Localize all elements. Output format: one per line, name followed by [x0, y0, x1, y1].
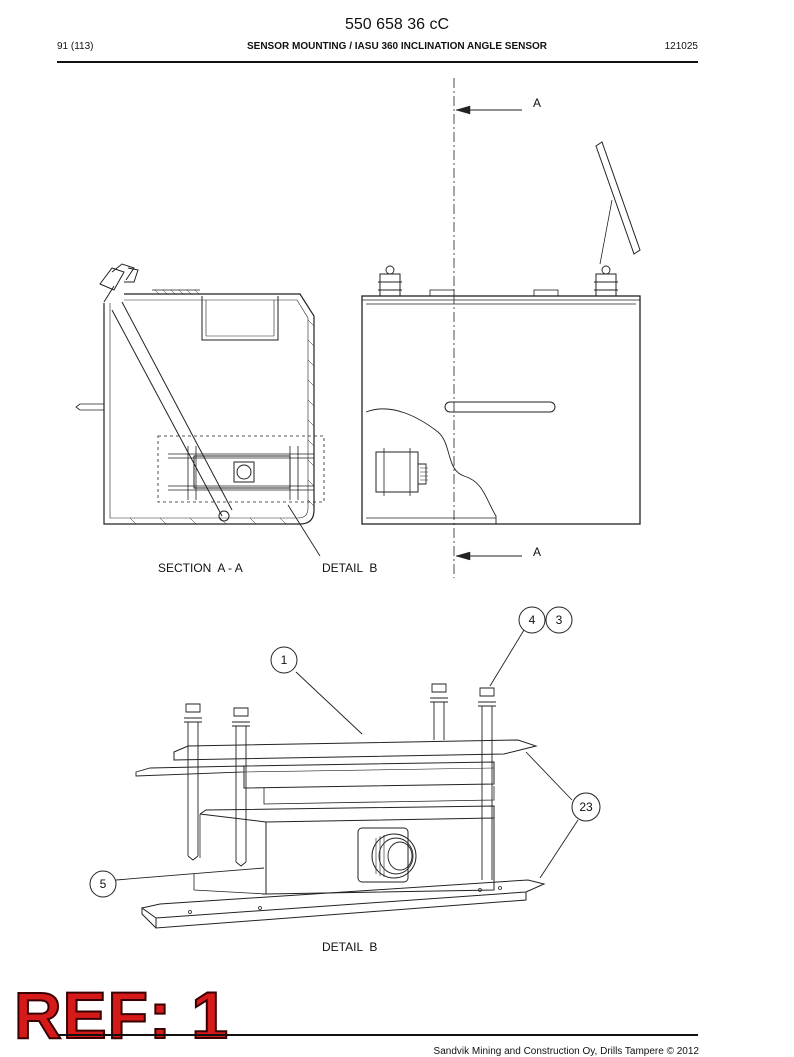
date-code: 121025	[664, 41, 698, 52]
detail-b-view	[89, 606, 601, 929]
section-arrow-label-top: A	[533, 96, 542, 110]
document-number: 550 658 36 cC	[344, 16, 450, 33]
balloon-23: 23	[579, 800, 593, 814]
balloon-4: 4	[528, 613, 536, 627]
page-number: 91 (113)	[57, 41, 94, 52]
section-arrow-label-bottom: A	[533, 545, 542, 559]
footer-copyright: Sandvik Mining and Construction Oy, Dril…	[433, 1046, 699, 1057]
balloon-1: 1	[280, 653, 288, 667]
ref-stamp: REF: 1	[13, 978, 230, 1052]
side-elevation-view	[361, 141, 641, 525]
balloon-3: 3	[555, 613, 563, 627]
section-a-a-view	[75, 263, 325, 557]
section-line-a-a	[453, 78, 522, 578]
balloon-5: 5	[99, 877, 107, 891]
header-rule	[57, 61, 698, 63]
page-title: SENSOR MOUNTING / IASU 360 INCLINATION A…	[246, 41, 548, 52]
detail-b-title: DETAIL B	[322, 940, 378, 954]
section-a-a-label: SECTION A - A	[158, 561, 243, 575]
detail-b-callout-label: DETAIL B	[322, 561, 378, 575]
footer-rule	[57, 1034, 698, 1036]
